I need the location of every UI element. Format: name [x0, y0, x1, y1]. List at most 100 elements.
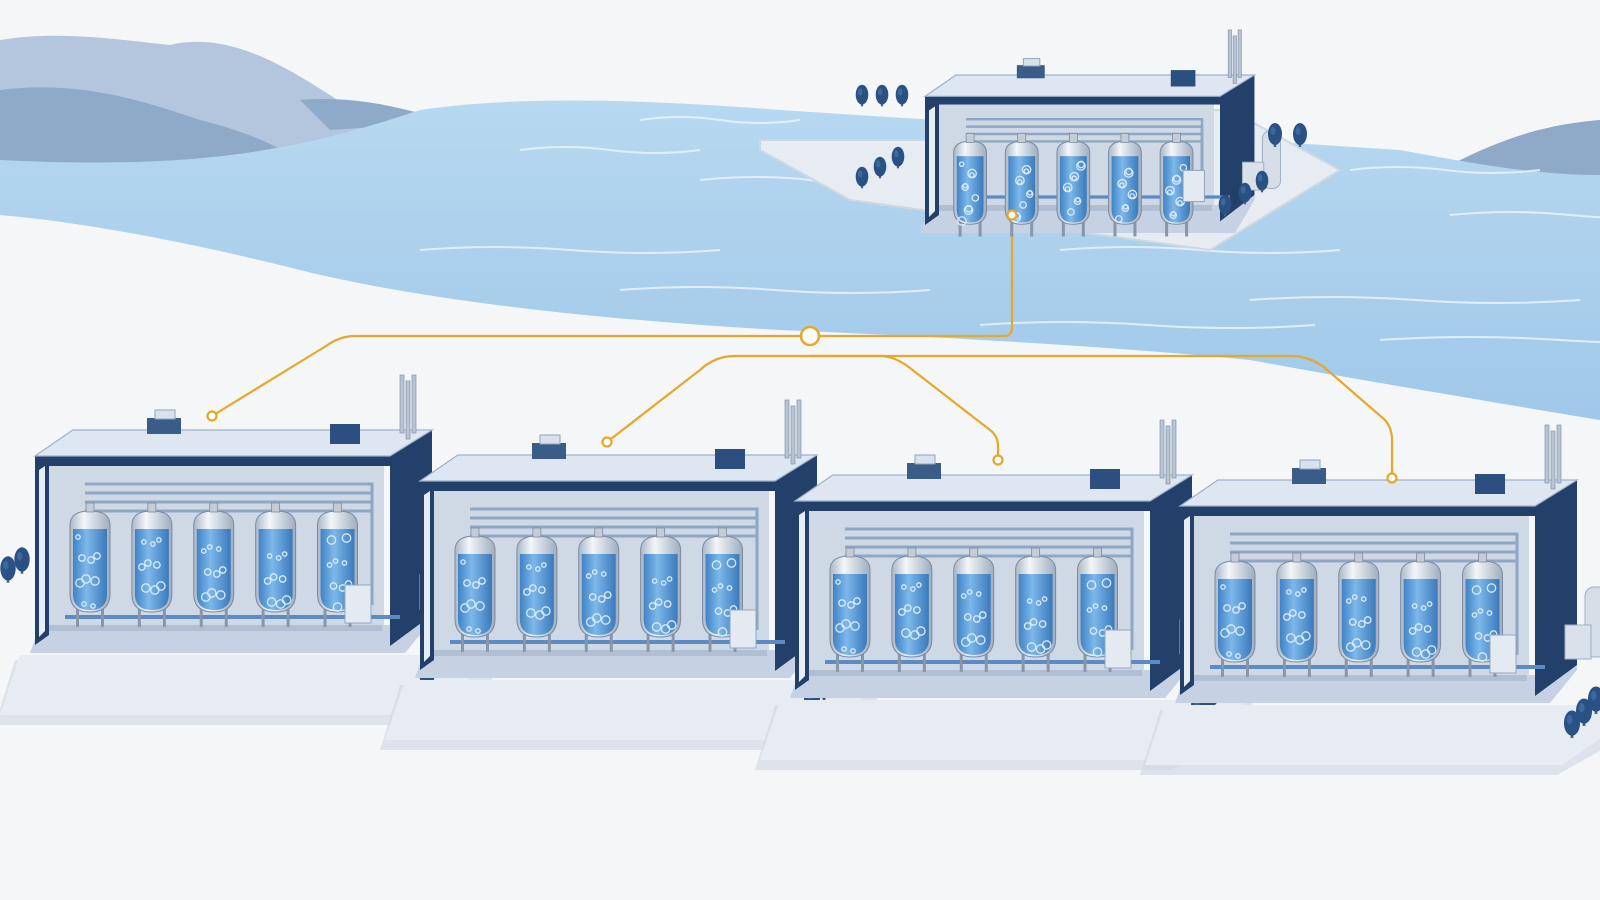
building-side-wall: [1535, 480, 1577, 696]
wave-line: [419, 246, 721, 254]
tree-icon: [891, 146, 905, 169]
connection-node-icon-satellite-plant-3[interactable]: [992, 454, 1004, 466]
vent-stack: [1556, 424, 1562, 484]
roof-unit: [1016, 65, 1045, 79]
building-roof: [33, 429, 435, 457]
ground-slab: [385, 645, 867, 740]
edge-trees: [0, 547, 30, 583]
roof-unit: [715, 449, 745, 469]
tank-icon: [1056, 133, 1091, 237]
roof-unit: [1090, 469, 1120, 489]
tank-icon: [640, 527, 682, 652]
ground-slab: [1145, 688, 1600, 765]
network-hub[interactable]: [799, 325, 821, 347]
pipe-network: [825, 527, 1160, 664]
vent-stack: [790, 405, 796, 465]
tree-icon: [1218, 194, 1232, 217]
wave-line: [639, 116, 801, 124]
tank-icon: [69, 502, 111, 627]
tank-icon: [578, 527, 620, 652]
wave-line: [979, 321, 1316, 329]
vent-stack: [1544, 424, 1550, 484]
connection-node-icon-satellite-plant-2[interactable]: [601, 436, 613, 448]
control-cabinet: [344, 584, 372, 624]
tank-icon: [1015, 547, 1057, 672]
satellite-plant-4[interactable]: [1140, 424, 1600, 775]
satellite-plant-3[interactable]: [755, 419, 1252, 770]
tank-icon: [1159, 133, 1194, 237]
wave-line: [1349, 166, 1541, 174]
connection-line-satellite-plant-1: [211, 334, 810, 417]
connection-line-satellite-plant-4: [810, 354, 1394, 478]
tank-icon: [1400, 552, 1442, 677]
tree-icon: [1293, 123, 1307, 147]
roof-unit: [532, 443, 566, 459]
tree-icon: [1587, 686, 1600, 715]
building-roof: [1178, 479, 1580, 507]
tree-icon: [1268, 123, 1282, 147]
vent-stack: [1237, 29, 1242, 78]
connection-node-icon-central-plant[interactable]: [1006, 209, 1018, 221]
wave-line: [1449, 211, 1600, 219]
tree-group: [1563, 685, 1600, 739]
vent-stack: [405, 380, 411, 440]
hill-right-top: [1450, 120, 1600, 180]
tree-icon: [855, 166, 869, 189]
tree-icon: [855, 84, 869, 107]
control-cabinet: [1104, 629, 1132, 669]
tree-icon: [1255, 170, 1269, 193]
vent-stack: [1165, 425, 1171, 485]
connection-line-satellite-plant-2: [606, 354, 810, 443]
central-plant[interactable]: [759, 29, 1342, 252]
vent-stack: [1171, 419, 1177, 479]
vent-stack: [1159, 419, 1165, 479]
tree-icon: [875, 84, 889, 107]
control-cabinet: [1489, 634, 1517, 674]
roof-unit: [330, 424, 360, 444]
ground-slab: [0, 620, 482, 715]
tree-icon: [1238, 182, 1252, 205]
building-roof: [923, 74, 1257, 97]
ground-slab: [760, 665, 1242, 760]
tank-icon: [193, 502, 235, 627]
tree-icon: [895, 84, 909, 107]
vent-stack: [784, 399, 790, 459]
tank-icon: [1338, 552, 1380, 677]
pipe-network: [450, 507, 785, 644]
building-roof: [418, 454, 820, 482]
roof-unit: [1475, 474, 1505, 494]
building-roof: [793, 474, 1195, 502]
roof-unit: [1170, 70, 1196, 87]
connection-nodes: [206, 209, 1398, 484]
roof-unit: [147, 418, 181, 434]
pipe-network: [1210, 532, 1545, 669]
vent-stack: [1227, 29, 1232, 78]
satellite-plant-1[interactable]: [0, 374, 492, 725]
tree-icon: [14, 547, 30, 574]
tree-group: [855, 84, 1307, 217]
hill-left: [0, 87, 295, 165]
vent-stack: [399, 374, 405, 434]
vent-stack: [411, 374, 417, 434]
tank-icon: [953, 547, 995, 672]
vent-stack: [1550, 430, 1556, 490]
wave-line: [519, 146, 701, 154]
tank-icon: [1004, 133, 1039, 237]
control-cabinet: [1182, 169, 1205, 203]
connection-node-icon-satellite-plant-4[interactable]: [1386, 472, 1398, 484]
vent-stack: [796, 399, 802, 459]
connection-line-central-plant: [810, 215, 1014, 338]
wave-line: [1059, 246, 1341, 254]
pipe-network: [65, 482, 400, 619]
tank-icon: [953, 133, 987, 237]
wave-line: [1249, 296, 1581, 304]
tree-icon: [873, 156, 887, 179]
connection-node-icon-satellite-plant-1[interactable]: [206, 410, 218, 422]
roof-unit: [907, 463, 941, 479]
vent-stack: [1232, 35, 1237, 84]
tank-icon: [1108, 133, 1142, 237]
network-connections: [211, 215, 1394, 478]
tree-icon: [1575, 698, 1593, 727]
tank-icon: [131, 502, 173, 627]
